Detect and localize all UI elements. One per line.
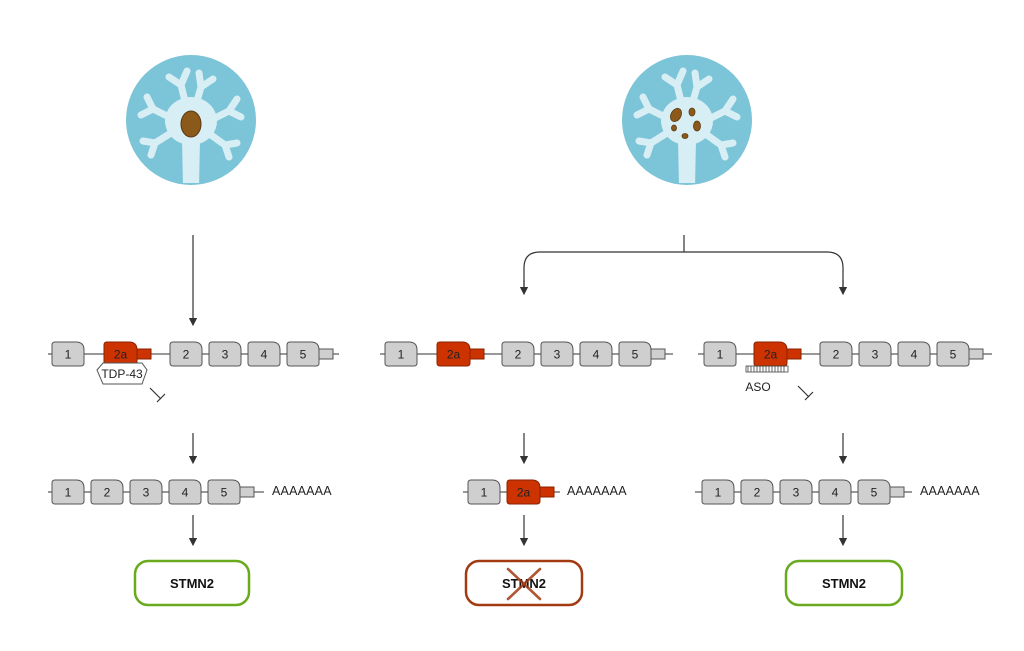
exon-2: 2 [169, 341, 203, 367]
pre-mrna-treated: 1 2a 2 3 4 5 [698, 341, 992, 367]
exon-label: 1 [481, 486, 488, 500]
poly-a-tail-disease: AAAAAAA [567, 484, 627, 498]
cryptic-polyadenylation-tail [786, 348, 802, 360]
exon-label: 2a [517, 486, 531, 500]
exon-label: 3 [143, 486, 150, 500]
exon-5: 5 [286, 341, 320, 367]
exon-label: 2 [104, 486, 111, 500]
intact-nucleus [180, 110, 202, 138]
outcome-treated-label: STMN2 [822, 576, 866, 591]
exon-2: 2 [90, 479, 124, 505]
exon-3: 3 [779, 479, 813, 505]
exon-label: 2 [754, 486, 761, 500]
exon-1: 1 [703, 341, 737, 367]
exon-label: 2 [515, 348, 522, 362]
inhibition-mark [797, 385, 814, 401]
exon-label: 1 [65, 348, 72, 362]
exon-4: 4 [247, 341, 281, 367]
exon-4: 4 [897, 341, 931, 367]
exon-label: 1 [717, 348, 724, 362]
utr-tail [239, 486, 255, 498]
mrna-treated: 1 2 3 4 5 [695, 479, 912, 505]
exon-label: 3 [793, 486, 800, 500]
exon-1: 1 [51, 479, 85, 505]
cryptic-exon-2a: 2a [103, 341, 152, 367]
exon-2: 2 [501, 341, 535, 367]
exon-label: 4 [911, 348, 918, 362]
exon-label: 2 [183, 348, 190, 362]
cryptic-exon-2a: 2a [506, 479, 555, 505]
utr-tail [889, 486, 905, 498]
exon-3: 3 [540, 341, 574, 367]
exon-label: 4 [593, 348, 600, 362]
branch-arrow [523, 235, 844, 290]
cryptic-polyadenylation-tail [469, 348, 485, 360]
pre-mrna-disease: 1 2a 2 3 4 5 [380, 341, 673, 367]
exon-1: 1 [384, 341, 418, 367]
cryptic-polyadenylation-tail [539, 486, 555, 498]
healthy-neuron [126, 55, 256, 185]
aso-label: ASO [745, 380, 770, 394]
exon-1: 1 [51, 341, 85, 367]
poly-a-tail-healthy: AAAAAAA [272, 484, 332, 498]
pre-mrna-healthy: 1 2a 2 3 4 5 [48, 341, 339, 367]
outcome-healthy-label: STMN2 [170, 576, 214, 591]
exon-label: 5 [300, 348, 307, 362]
exon-3: 3 [858, 341, 892, 367]
tdp43-aggregates [670, 107, 701, 139]
diseased-neuron [622, 55, 752, 185]
exon-5: 5 [618, 341, 652, 367]
exon-label: 5 [950, 348, 957, 362]
mrna-disease: 1 2a [463, 479, 560, 505]
exon-label: 3 [222, 348, 229, 362]
exon-label: 5 [632, 348, 639, 362]
exon-4: 4 [579, 341, 613, 367]
outcome-healthy: STMN2 [133, 559, 251, 607]
exon-1: 1 [701, 479, 735, 505]
exon-label: 3 [872, 348, 879, 362]
exon-5: 5 [207, 479, 241, 505]
exon-3: 3 [129, 479, 163, 505]
utr-tail [968, 348, 984, 360]
cross-out-mark [506, 567, 542, 601]
exon-label: 4 [182, 486, 189, 500]
cryptic-exon-2a: 2a [436, 341, 485, 367]
cryptic-exon-2a: 2a [753, 341, 802, 367]
mrna-healthy: 1 2 3 4 5 [48, 479, 264, 505]
poly-a-tail-treated: AAAAAAA [920, 484, 980, 498]
exon-label: 1 [398, 348, 405, 362]
tdp43-label: TDP-43 [101, 367, 143, 381]
utr-tail [650, 348, 666, 360]
exon-label: 4 [832, 486, 839, 500]
exon-2: 2 [740, 479, 774, 505]
cryptic-polyadenylation-tail [136, 348, 152, 360]
tdp43-binding: TDP-43 [96, 362, 166, 403]
exon-label: 2a [764, 348, 778, 362]
outcome-disease: STMN2 [464, 559, 584, 607]
exon-label: 4 [261, 348, 268, 362]
utr-tail [318, 348, 334, 360]
exon-label: 3 [554, 348, 561, 362]
exon-4: 4 [168, 479, 202, 505]
exon-label: 2 [833, 348, 840, 362]
exon-label: 2a [447, 348, 461, 362]
exon-3: 3 [208, 341, 242, 367]
exon-label: 1 [715, 486, 722, 500]
exon-1: 1 [467, 479, 501, 505]
exon-label: 1 [65, 486, 72, 500]
exon-label: 2a [114, 348, 128, 362]
exon-4: 4 [818, 479, 852, 505]
exon-label: 5 [871, 486, 878, 500]
inhibition-mark [149, 387, 166, 403]
outcome-treated: STMN2 [784, 559, 904, 607]
exon-label: 5 [221, 486, 228, 500]
exon-5: 5 [936, 341, 970, 367]
exon-5: 5 [857, 479, 891, 505]
aso-binding: ASO [745, 365, 814, 401]
exon-2: 2 [819, 341, 853, 367]
